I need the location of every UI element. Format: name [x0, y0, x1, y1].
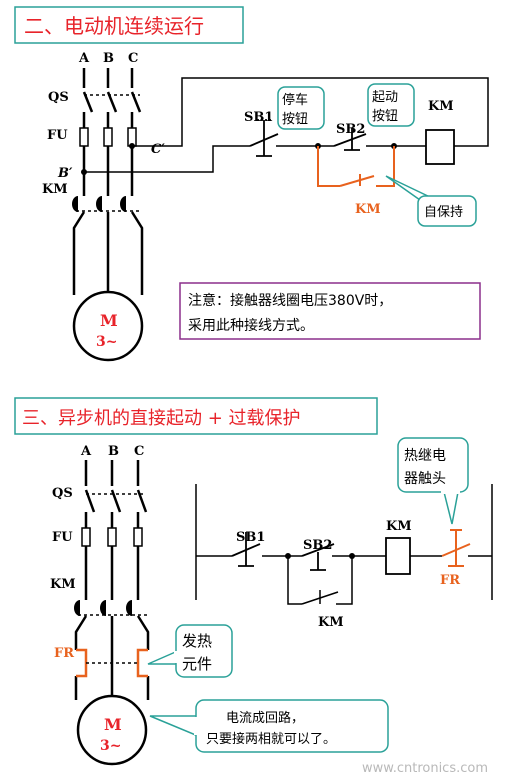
- section-1: 二、电动机连续运行 A B C QS FU B′ KM C′: [14, 6, 489, 362]
- sb2-button-1: [333, 128, 367, 151]
- note-line-2: 采用此种接线方式。: [188, 317, 314, 334]
- phase-c-label-2: C: [134, 444, 144, 459]
- control-wires-2: [195, 484, 493, 605]
- km-coil-2: [385, 537, 411, 575]
- self-hold-text: 自保持: [424, 205, 463, 220]
- fr-label-2: FR: [54, 646, 74, 661]
- fuses: [79, 127, 137, 147]
- section-1-title: 二、电动机连续运行: [24, 14, 204, 38]
- sb1-button-1: [249, 119, 279, 157]
- section-2-title-box: [14, 397, 378, 435]
- phase-lines: [72, 68, 144, 305]
- relay-contact-callout: 热继电 器触头: [397, 437, 469, 525]
- sb2-button-2: [301, 543, 335, 571]
- km-coil-label-2: KM: [386, 519, 412, 534]
- note-line-1: 注意：接触器线圈电压380V时，: [188, 292, 392, 309]
- motor-1-type: 3~: [96, 334, 117, 350]
- heating-element-callout: 发热 元件: [147, 624, 233, 678]
- km-main-label: KM: [42, 182, 68, 197]
- c-prime-label: C′: [151, 142, 165, 157]
- heating-element-text-1: 发热: [182, 632, 212, 650]
- stop-button-text-1: 停车: [282, 92, 308, 108]
- qs-label-2: QS: [52, 486, 73, 501]
- km-coil-1: [425, 129, 455, 165]
- circuit-note-text-2: 只要接两相就可以了。: [206, 731, 336, 747]
- self-hold-contact: [317, 146, 395, 187]
- fuses-2: [81, 527, 143, 547]
- sb1-label-2: SB1: [236, 530, 265, 545]
- start-button-text-1: 起动: [372, 90, 398, 105]
- relay-contact-text-2: 器触头: [404, 471, 446, 487]
- phase-a-label: A: [78, 51, 90, 66]
- km-main-label-2: KM: [50, 577, 76, 592]
- km-main-contacts-2: [74, 600, 132, 616]
- fr-contact-label: FR: [440, 573, 460, 588]
- fr-heating-elements: [76, 648, 148, 678]
- section-2: 三、异步机的直接起动 + 过载保护 A B C QS FU KM FR: [14, 397, 493, 766]
- qs-label: QS: [48, 90, 69, 105]
- circuit-note-callout: 电流成回路， 只要接两相就可以了。: [149, 699, 389, 753]
- self-hold-callout: 自保持: [385, 175, 477, 227]
- watermark: www.cntronics.com: [362, 761, 488, 776]
- motor-2: [76, 694, 148, 766]
- sb2-label-2: SB2: [303, 538, 332, 553]
- start-button-text-2: 按钮: [372, 109, 398, 124]
- motor-2-m: M: [104, 715, 122, 734]
- relay-contact-text-1: 热继电: [404, 448, 446, 464]
- phase-c-label: C: [128, 51, 138, 66]
- circuit-note-text-1: 电流成回路，: [226, 710, 304, 726]
- fu-label-2: FU: [52, 530, 73, 545]
- phase-b-label-2: B: [108, 444, 119, 459]
- start-button-callout: 起动 按钮: [367, 83, 415, 127]
- motor-1: [72, 290, 144, 362]
- b-prime-label: B′: [57, 166, 73, 181]
- fr-contact: [441, 529, 471, 567]
- sb1-button-2: [231, 532, 261, 567]
- fu-label: FU: [47, 128, 68, 143]
- heating-element-text-2: 元件: [182, 655, 212, 673]
- sb1-label-1: SB1: [244, 110, 273, 125]
- motor-1-m: M: [100, 311, 118, 330]
- motor-2-type: 3~: [100, 738, 121, 754]
- km-coil-label-1: KM: [428, 99, 454, 114]
- phase-a-label-2: A: [80, 444, 92, 459]
- stop-button-callout: 停车 按钮: [277, 86, 325, 130]
- km-hold-label-2: KM: [318, 615, 344, 630]
- phase-lines-2: [74, 460, 150, 700]
- sb2-label-1: SB2: [336, 122, 365, 137]
- note-box: [179, 282, 481, 340]
- stop-button-text-2: 按钮: [282, 112, 308, 127]
- km-main-contacts: [72, 196, 126, 212]
- phase-b-label: B: [103, 51, 114, 66]
- km-hold-label: KM: [355, 202, 381, 217]
- section-2-title: 三、异步机的直接起动 + 过载保护: [22, 408, 301, 429]
- section-1-title-box: [14, 6, 244, 44]
